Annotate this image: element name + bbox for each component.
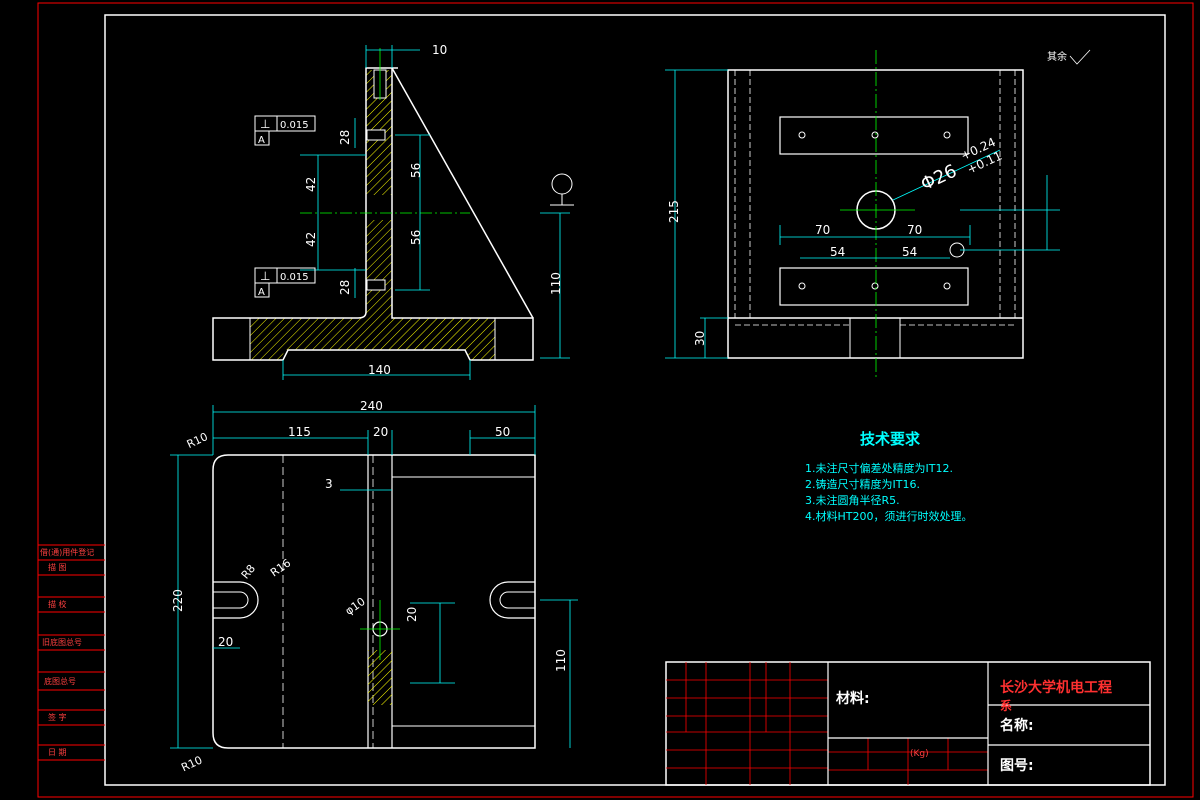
dim-20-hole: 20 [405, 607, 419, 622]
dim-3: 3 [325, 477, 333, 491]
dim-20-top: 20 [373, 425, 388, 439]
strip-label-2: 描 图 [48, 562, 67, 572]
dim-56-top: 56 [409, 163, 423, 178]
dim-56-bottom: 56 [409, 230, 423, 245]
dim-42-top: 42 [304, 177, 318, 192]
dim-28-bottom: 28 [338, 280, 352, 295]
school-name: 长沙大学机电工程 [1000, 679, 1112, 696]
dim-20-slot: 20 [218, 635, 233, 649]
part-name-label: 名称: [1000, 717, 1034, 734]
dim-54-left: 54 [830, 245, 845, 259]
dim-28-top: 28 [338, 130, 352, 145]
strip-label-7: 日 期 [48, 748, 67, 757]
side-view [665, 50, 1060, 378]
dim-10: 10 [432, 43, 447, 57]
dim-140: 140 [368, 363, 391, 377]
tech-requirements: 技术要求 1.未注尺寸偏差处精度为IT12. 2.铸造尺寸精度为IT16. 3.… [805, 430, 972, 523]
dim-240: 240 [360, 399, 383, 413]
dim-r8: R8 [239, 562, 258, 582]
tolerance-frame-bottom: ⊥ 0.015 A [254, 267, 316, 298]
dim-110-front: 110 [549, 272, 563, 295]
tech-item-2: 2.铸造尺寸精度为IT16. [805, 477, 920, 491]
dim-42-bottom: 42 [304, 232, 318, 247]
strip-label-4: 旧底图总号 [42, 637, 82, 647]
dim-215: 215 [667, 200, 681, 223]
drawing-number-label: 图号: [1000, 758, 1034, 774]
strip-label-5: 底图总号 [44, 676, 76, 686]
tol-value-bottom: 0.015 [280, 272, 309, 283]
dim-70-right: 70 [907, 223, 922, 237]
tech-title: 技术要求 [860, 430, 921, 448]
roughness-note: 其余 [1047, 50, 1067, 63]
front-view [212, 45, 574, 380]
title-block [665, 661, 1151, 786]
strip-label-3: 描 校 [48, 599, 67, 609]
roughness-symbol-icon [1069, 49, 1091, 65]
dim-r16: R16 [268, 556, 293, 579]
dim-phi10: φ10 [343, 595, 368, 618]
tol-value-top: 0.015 [280, 120, 309, 131]
strip-label-1: 借(通)用件登记 [40, 547, 94, 557]
tol-symbol-bottom: ⊥ [260, 269, 270, 283]
tol-datum-bottom: A [258, 287, 265, 298]
dim-220: 220 [171, 589, 185, 612]
hole-diameter: Φ26 [918, 161, 960, 196]
dim-54-right: 54 [902, 245, 917, 259]
dim-r10-top: R10 [185, 430, 210, 451]
hole-tolerance-label: Φ26 +0.24 +0.11 [918, 135, 1005, 196]
dim-30: 30 [693, 331, 707, 346]
tolerance-frame-top: ⊥ 0.015 A [254, 115, 316, 146]
strip-label-6: 签 字 [48, 712, 67, 722]
left-binding-strip [38, 544, 105, 761]
tech-item-3: 3.未注圆角半径R5. [805, 493, 900, 507]
dim-70-left: 70 [815, 223, 830, 237]
tech-item-1: 1.未注尺寸偏差处精度为IT12. [805, 461, 953, 475]
tol-datum-top: A [258, 135, 265, 146]
tol-symbol-top: ⊥ [260, 117, 270, 131]
weight-unit: (Kg) [910, 749, 929, 759]
department: 系 [1000, 698, 1012, 713]
tech-item-4: 4.材料HT200，须进行时效处理。 [805, 509, 972, 523]
dim-110-top: 110 [554, 649, 568, 672]
material-label: 材料: [836, 690, 870, 707]
dim-50: 50 [495, 425, 510, 439]
top-view [170, 405, 578, 749]
dim-r10-bottom: R10 [179, 753, 204, 774]
sheet-frame [37, 2, 1194, 798]
dim-115: 115 [288, 425, 311, 439]
